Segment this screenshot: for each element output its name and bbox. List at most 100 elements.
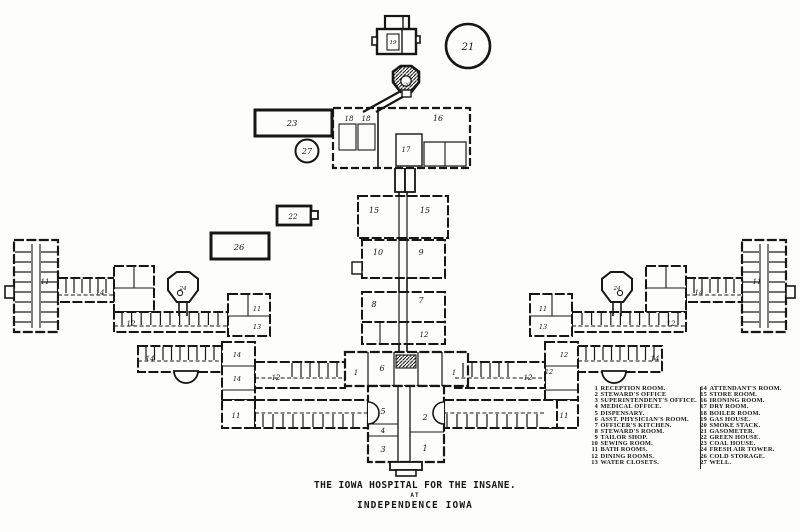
well-circle: [294, 138, 320, 164]
side-nub: [351, 261, 363, 275]
plan-room-number: 24: [613, 286, 621, 292]
plan-room-number: 1: [354, 369, 358, 377]
plan-room-number: 22: [288, 213, 298, 221]
plan-room-number: 6: [379, 364, 384, 373]
portico-steps: [395, 469, 417, 477]
plan-room-number: 14: [651, 355, 660, 363]
plan-room-number: 12: [524, 374, 533, 382]
dining-sub-block: [361, 321, 446, 345]
plan-room-number: 11: [560, 412, 569, 420]
center-right-bay: [432, 401, 445, 425]
legend-item-label: TAILOR SHOP.: [600, 434, 648, 442]
stair-connector: [394, 167, 406, 193]
legend-item-number: 16: [700, 397, 707, 405]
right-outer-wing: [685, 277, 743, 303]
plan-room-number: 27: [301, 147, 313, 156]
legend-item-number: 15: [700, 391, 707, 399]
title-block: THE IOWA HOSPITAL FOR THE INSANE. AT IND…: [0, 480, 800, 511]
sewing-tailor-block: [361, 239, 446, 279]
plan-room-number: 15: [369, 206, 379, 215]
legend-item-label: GASOMETER.: [709, 427, 755, 435]
legend-item-number: 7: [594, 421, 598, 429]
legend-item-label: WATER CLOSETS.: [600, 458, 659, 466]
left-end-pavilion: [12, 238, 60, 334]
green-house-building: [275, 204, 319, 227]
legend-item-number: 8: [594, 427, 598, 435]
legend-item-number: 19: [700, 415, 707, 423]
legend-item-number: 22: [700, 434, 707, 442]
legend-item-label: GAS HOUSE.: [709, 415, 751, 423]
boiler-room: [338, 123, 357, 151]
legend-item-label: GREEN HOUSE.: [709, 434, 761, 442]
plan-room-number: 8: [371, 300, 376, 309]
left-block-c: [227, 293, 271, 337]
plan-room-number: 20: [403, 82, 410, 88]
drawing-title: THE IOWA HOSPITAL FOR THE INSANE.: [314, 480, 516, 491]
drawing-title-location: INDEPENDENCE IOWA: [357, 500, 473, 511]
plan-room-number: 4: [380, 427, 385, 435]
right-wings: [443, 238, 796, 429]
plan-room-number: 11: [753, 278, 762, 286]
plan-room-number: 1: [452, 369, 456, 377]
legend-item-label: BATH ROOMS.: [600, 446, 648, 454]
legend-item-label: SMOKE STACK.: [709, 421, 761, 429]
cold-storage-building: [209, 231, 271, 261]
plan-room-number: 14: [146, 355, 155, 363]
legend-item-number: 21: [700, 427, 707, 435]
legend-item-number: 13: [591, 458, 598, 466]
legend-item-number: 24: [700, 446, 707, 454]
plan-room-number: 12: [272, 374, 281, 382]
legend-item-label: MEDICAL OFFICE.: [600, 403, 662, 411]
plan-room-number: 7: [418, 296, 424, 305]
coal-house: [253, 108, 334, 138]
legend-item-label: SUPERINTENDENT'S OFFICE.: [600, 397, 697, 405]
legend-item-label: STEWARD'S OFFICE: [600, 391, 667, 399]
left-outer-wing: [57, 277, 115, 303]
legend-item-number: 1: [594, 385, 598, 392]
legend-item-number: 9: [594, 434, 598, 442]
plan-room-number: 11: [539, 305, 547, 313]
stair-connector: [404, 167, 416, 193]
plan-room-number: 13: [539, 323, 547, 331]
left-inner-wing: [254, 399, 369, 429]
plan-room-number: 12: [420, 331, 429, 339]
gas-house-nub: [415, 35, 421, 44]
plan-room-number: 26: [233, 243, 245, 253]
gasometer-circle: [444, 22, 492, 70]
plan-room-number: 14: [96, 289, 105, 297]
gas-house-inner-room: [386, 33, 400, 51]
stair-hall: [395, 354, 417, 369]
legend-item-label: ATTENDANT'S ROOM.: [709, 385, 782, 392]
legend-item-label: RECEPTION ROOM.: [600, 385, 666, 392]
legend-item-number: 5: [594, 409, 598, 417]
plan-room-number: 12: [667, 320, 676, 328]
legend-item-number: 17: [700, 403, 707, 411]
plan-room-number: 16: [433, 114, 443, 123]
left-fresh-air-tower: [167, 271, 199, 303]
right-bay-window: [601, 370, 627, 384]
center-building: [343, 350, 470, 477]
plan-room-number: 24: [179, 286, 187, 292]
boiler-room: [357, 123, 376, 151]
legend-divider: [700, 387, 701, 469]
plan-room-number: 19: [390, 40, 397, 46]
